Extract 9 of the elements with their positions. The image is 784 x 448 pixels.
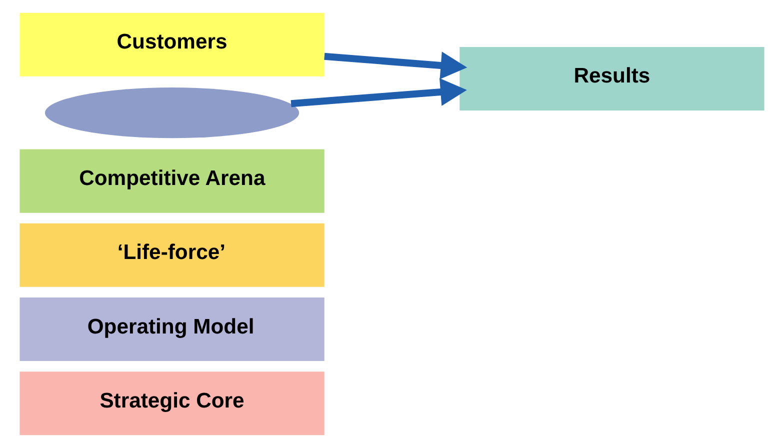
arrow [290, 78, 467, 108]
node-box: ‘Life-force’ [20, 223, 324, 287]
node-box: Operating Model [20, 298, 324, 362]
arrow [324, 52, 468, 80]
node-wave [45, 88, 300, 138]
node-box: Strategic Core [20, 372, 324, 436]
node-box: Results [460, 46, 764, 110]
node-box: Competitive Arena [20, 149, 324, 213]
node-box: Customers [20, 12, 324, 76]
